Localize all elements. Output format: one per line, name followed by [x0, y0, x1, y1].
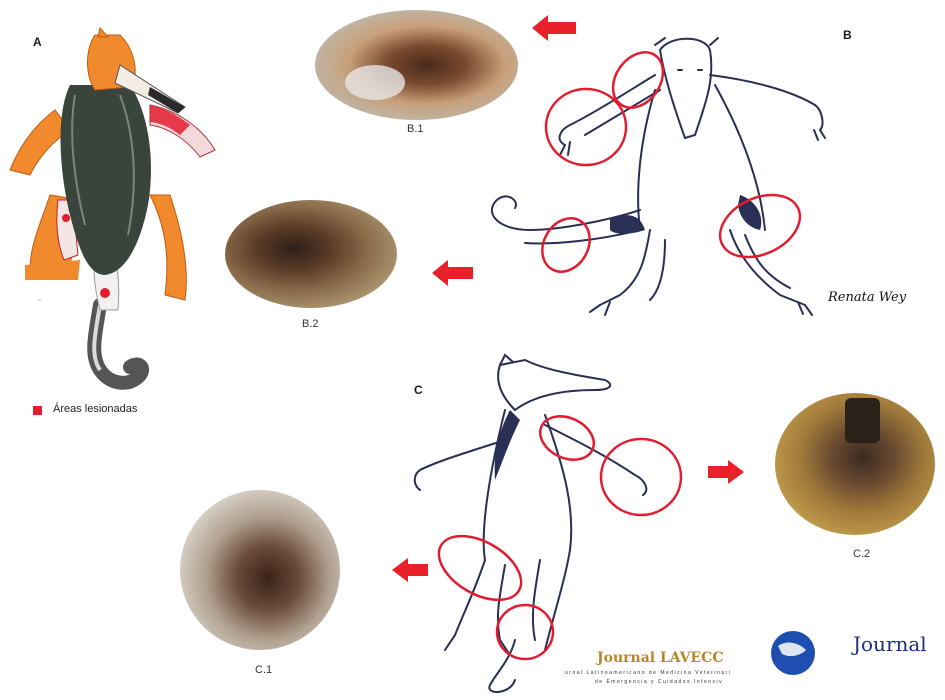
photo-c2: [775, 393, 935, 535]
globe-icon: [768, 628, 818, 678]
journal-logo-subtitle-2: de Emergencia y Cuidados Intensiv: [595, 679, 723, 685]
anteater-sketch-b: [460, 30, 860, 330]
legend-swatch: [33, 406, 42, 415]
caption-b1: B.1: [407, 123, 424, 135]
photo-c1: [180, 490, 340, 650]
journal-logo-text: Journal LAVECC: [597, 650, 723, 666]
anteater-illustration-a: [0, 25, 240, 405]
arrow-right-icon: [706, 458, 746, 486]
artist-signature: Renata Wey: [828, 290, 906, 305]
anteater-sketch-c: [395, 350, 705, 695]
caption-c2: C.2: [853, 548, 870, 560]
caption-c1: C.1: [255, 664, 272, 676]
journal-logo-subtitle-1: urnal Latinoamericano de Medicina Veteri…: [565, 670, 731, 676]
signature-small-a: ~: [38, 298, 41, 304]
journal-header-text: Journal: [853, 632, 927, 656]
arrow-left-icon: [390, 556, 430, 584]
photo-b2: [225, 200, 397, 308]
caption-b2: B.2: [302, 318, 319, 330]
legend-label: Áreas lesionadas: [53, 403, 137, 415]
